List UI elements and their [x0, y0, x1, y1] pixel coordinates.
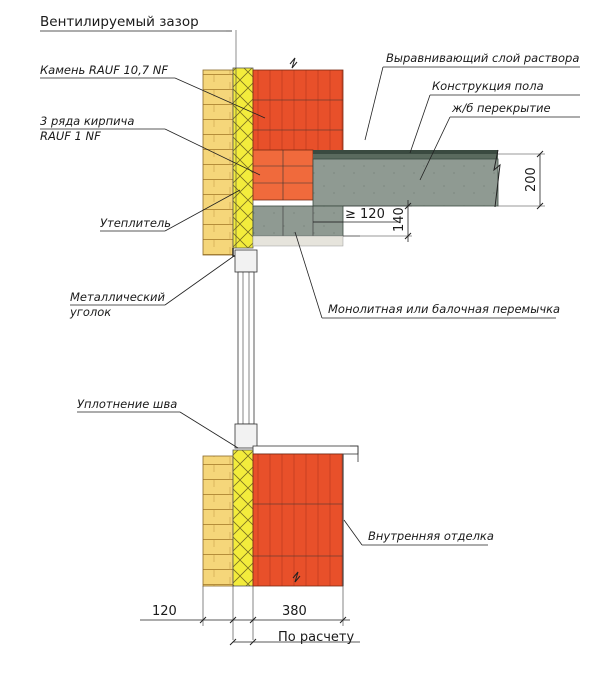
upper-facing-brick: [202, 69, 234, 256]
window-sill: [252, 445, 359, 455]
dim-wall-width: 380: [282, 604, 307, 619]
label-insulation: Утеплитель: [100, 216, 171, 230]
window-frame-top: [234, 249, 258, 273]
floor-construction: [313, 154, 498, 159]
label-stone: Камень RAUF 10,7 NF: [40, 63, 168, 77]
label-seal: Уплотнение шва: [77, 397, 177, 411]
label-brick-rows-1: 3 ряда кирпича: [40, 114, 134, 128]
upper-clay-block: [252, 69, 344, 161]
bottom-break-mark: [292, 571, 301, 583]
dim-bearing: ≥ 120: [345, 207, 385, 222]
label-leveling: Выравнивающий слой раствора: [386, 51, 579, 65]
label-floor: Конструкция пола: [432, 79, 544, 93]
label-ventilated-gap: Вентилируемый зазор: [40, 14, 199, 30]
dim-by-calc: По расчету: [278, 630, 354, 645]
dim-slab-height: 200: [524, 167, 539, 192]
window-frame: [237, 271, 255, 425]
lower-facing-brick: [202, 455, 234, 587]
lower-insulation: [232, 449, 254, 587]
label-brick-rows-2: RAUF 1 NF: [40, 129, 101, 143]
lower-clay-block: [252, 453, 344, 587]
label-interior: Внутренняя отделка: [368, 529, 494, 543]
label-slab: ж/б перекрытие: [451, 101, 551, 115]
leveling-mortar-layer: [313, 150, 498, 154]
label-angle-2: уголок: [69, 305, 111, 319]
window-frame-bottom: [234, 423, 258, 449]
slab-break-mark: [493, 149, 501, 208]
dim-lintel-height: 140: [392, 207, 407, 232]
label-angle-1: Металлический: [70, 290, 166, 304]
label-lintel: Монолитная или балочная перемычка: [328, 302, 560, 316]
dim-facing-width: 120: [152, 604, 177, 619]
lintel: [252, 205, 344, 237]
concrete-slab: [312, 158, 499, 207]
top-break-mark: [289, 57, 298, 69]
